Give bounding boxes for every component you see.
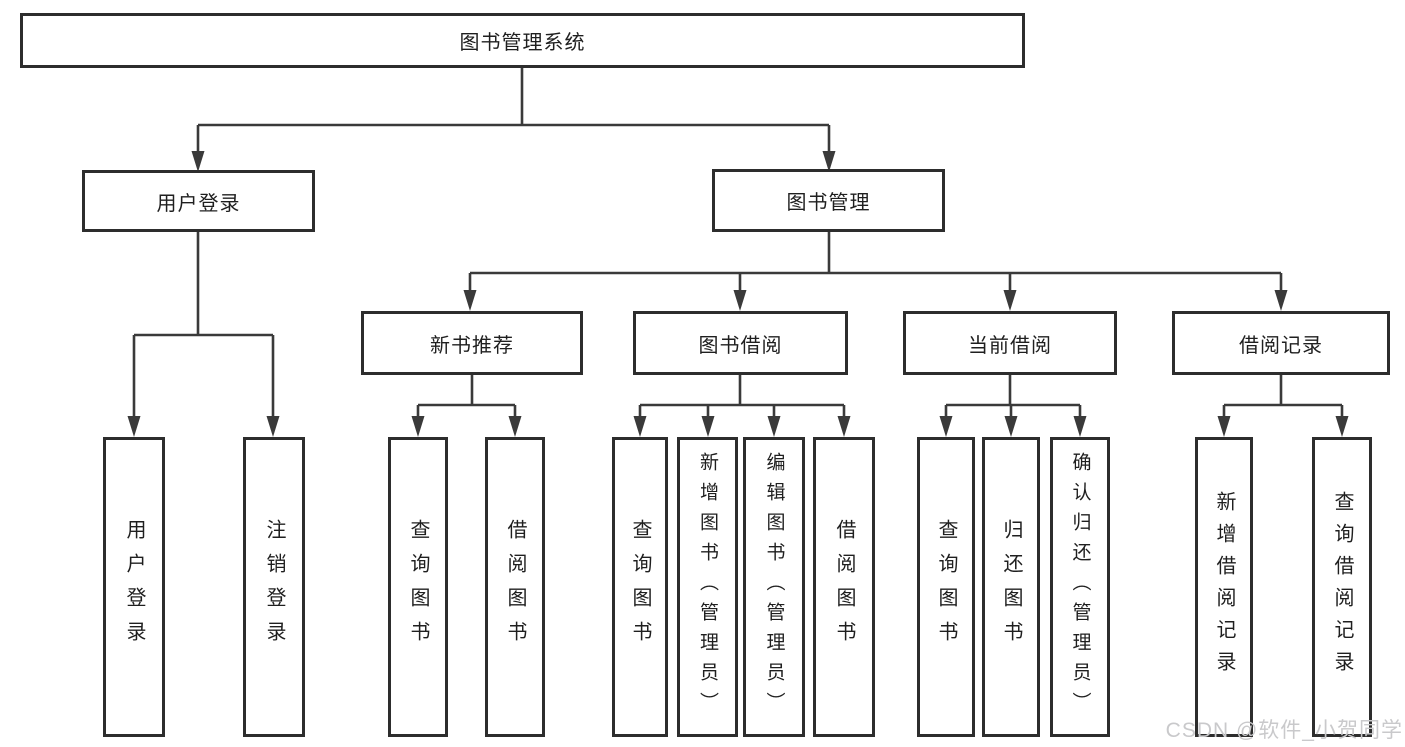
node-label: 图书管理系统 bbox=[459, 32, 586, 54]
leaf-confirm-return-admin: 确认归还（管理员） bbox=[1050, 437, 1110, 737]
node-label: 编辑图书（管理员） bbox=[763, 452, 785, 722]
node-label: 当前借阅 bbox=[968, 334, 1052, 357]
watermark: CSDN @软件_小贺同学 bbox=[1165, 719, 1403, 742]
node-new-book-recommendation: 新书推荐 bbox=[361, 311, 583, 375]
node-label: 借阅记录 bbox=[1239, 334, 1323, 357]
leaf-query-books-current: 查询图书 bbox=[917, 437, 975, 737]
node-label: 查询借阅记录 bbox=[1331, 491, 1353, 683]
node-book-borrowing: 图书借阅 bbox=[633, 311, 848, 375]
node-user-login: 用户登录 bbox=[82, 170, 315, 232]
leaf-borrow-books-recommend: 借阅图书 bbox=[485, 437, 545, 737]
node-borrowing-records: 借阅记录 bbox=[1172, 311, 1390, 375]
node-label: 用户登录 bbox=[123, 519, 145, 655]
leaf-return-books: 归还图书 bbox=[982, 437, 1040, 737]
node-label: 借阅图书 bbox=[833, 519, 855, 655]
node-label: 借阅图书 bbox=[504, 519, 526, 655]
leaf-query-borrow-record: 查询借阅记录 bbox=[1312, 437, 1372, 737]
node-label: 图书借阅 bbox=[698, 334, 783, 357]
arrowhead-icons bbox=[127, 151, 1349, 437]
leaf-add-book-admin: 新增图书（管理员） bbox=[677, 437, 738, 737]
node-label: 查询图书 bbox=[935, 519, 957, 655]
tree-connector-path bbox=[132, 68, 1344, 419]
node-label: 注销登录 bbox=[263, 519, 285, 655]
node-book-management: 图书管理 bbox=[712, 169, 945, 232]
node-label: 归还图书 bbox=[1000, 519, 1022, 655]
leaf-query-books-recommend: 查询图书 bbox=[388, 437, 448, 737]
node-label: 查询图书 bbox=[407, 519, 429, 655]
node-label: 新书推荐 bbox=[430, 334, 514, 357]
leaf-query-books-borrowing: 查询图书 bbox=[612, 437, 668, 737]
node-label: 用户登录 bbox=[156, 192, 241, 215]
leaf-edit-book-admin: 编辑图书（管理员） bbox=[743, 437, 805, 737]
leaf-user-login: 用户登录 bbox=[103, 437, 165, 737]
leaf-add-borrow-record: 新增借阅记录 bbox=[1195, 437, 1253, 737]
leaf-borrow-books-borrowing: 借阅图书 bbox=[813, 437, 875, 737]
node-label: 查询图书 bbox=[629, 519, 651, 655]
node-label: 新增图书（管理员） bbox=[697, 452, 718, 722]
node-library-management-system: 图书管理系统 bbox=[20, 13, 1025, 68]
node-current-borrowing: 当前借阅 bbox=[903, 311, 1117, 375]
node-label: 新增借阅记录 bbox=[1213, 491, 1235, 683]
node-label: 确认归还（管理员） bbox=[1069, 452, 1091, 722]
leaf-logout-login: 注销登录 bbox=[243, 437, 305, 737]
node-label: 图书管理 bbox=[786, 192, 871, 214]
